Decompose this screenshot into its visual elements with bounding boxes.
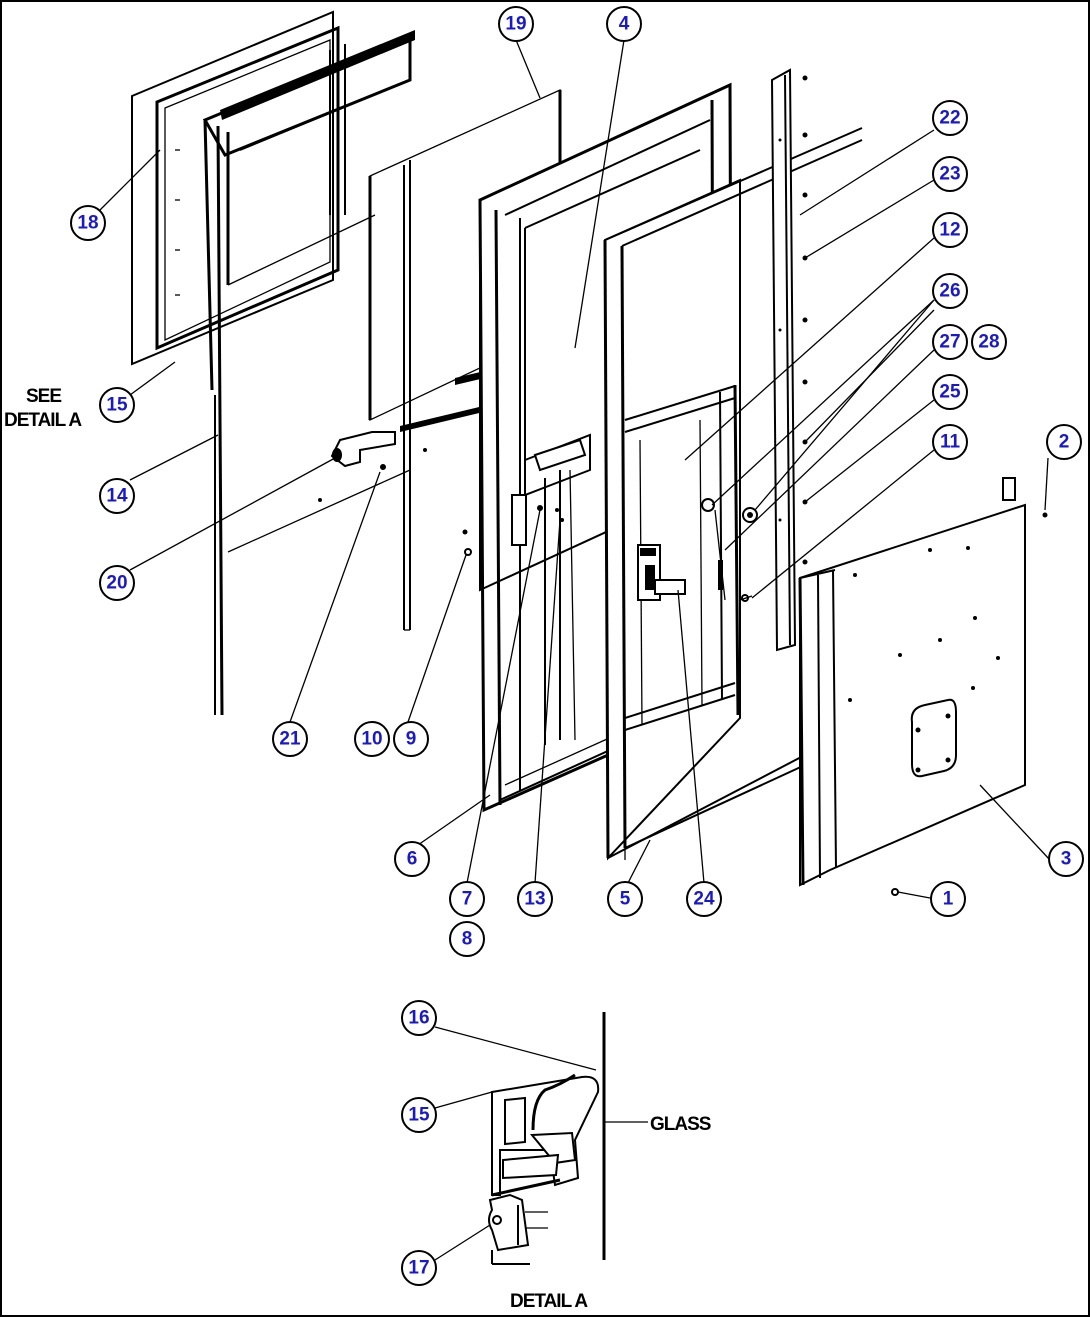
svg-text:8: 8 <box>462 929 473 950</box>
svg-text:11: 11 <box>940 432 961 453</box>
svg-text:19: 19 <box>505 14 526 35</box>
svg-text:28: 28 <box>978 332 999 353</box>
part-5-inner-sash <box>603 127 863 861</box>
callout-18: 18 <box>70 205 106 241</box>
callout-4: 4 <box>606 6 642 42</box>
callout-24: 24 <box>686 881 722 917</box>
callout-27: 27 <box>932 324 968 360</box>
detail-a-title: DETAIL A <box>510 1291 588 1312</box>
callout-28: 28 <box>971 324 1007 360</box>
callout-19: 19 <box>498 6 534 42</box>
callout-6: 6 <box>394 841 430 877</box>
svg-text:12: 12 <box>939 220 960 241</box>
svg-text:7: 7 <box>462 889 473 910</box>
svg-text:22: 22 <box>939 108 960 129</box>
see-label: SEE <box>26 386 61 407</box>
leader-lines <box>99 39 1051 1261</box>
svg-text:3: 3 <box>1061 849 1072 870</box>
svg-text:27: 27 <box>939 332 960 353</box>
part-18-glass-frame <box>131 10 340 366</box>
hardware-fasteners <box>701 498 758 602</box>
small-hardware <box>462 505 564 556</box>
callout-12: 12 <box>932 212 968 248</box>
svg-text:21: 21 <box>279 729 301 750</box>
svg-text:23: 23 <box>939 164 960 185</box>
callout-14: 14 <box>99 478 135 514</box>
callout-2: 2 <box>1046 424 1082 460</box>
glass-label: GLASS <box>650 1114 711 1135</box>
svg-text:9: 9 <box>406 729 417 750</box>
detail-a-reference: DETAIL A <box>4 410 82 431</box>
svg-text:13: 13 <box>524 889 545 910</box>
callout-11: 11 <box>932 424 968 460</box>
svg-text:26: 26 <box>939 281 960 302</box>
part-22-hinge-rail <box>770 68 808 652</box>
svg-text:5: 5 <box>620 889 631 910</box>
svg-text:10: 10 <box>361 729 382 750</box>
callout-23: 23 <box>932 156 968 192</box>
callout-15-detail: 15 <box>401 1097 437 1133</box>
callout-20: 20 <box>99 565 135 601</box>
svg-text:4: 4 <box>619 14 630 35</box>
svg-text:16: 16 <box>408 1008 429 1029</box>
svg-text:25: 25 <box>939 382 961 403</box>
callout-8: 8 <box>449 921 485 957</box>
callout-17: 17 <box>401 1250 437 1286</box>
callout-5: 5 <box>607 881 643 917</box>
part-20-latch <box>318 431 427 502</box>
svg-text:20: 20 <box>106 573 127 594</box>
detail-a-section <box>488 1012 606 1265</box>
callout-26: 26 <box>932 273 968 309</box>
svg-text:2: 2 <box>1059 432 1070 453</box>
callout-13: 13 <box>517 881 553 917</box>
callout-9: 9 <box>393 721 429 757</box>
svg-text:17: 17 <box>408 1258 429 1279</box>
svg-text:15: 15 <box>408 1105 430 1126</box>
callout-3: 3 <box>1048 841 1084 877</box>
callout-7: 7 <box>449 881 485 917</box>
svg-text:6: 6 <box>407 849 418 870</box>
part-14-sash-frame <box>202 30 415 716</box>
callout-16: 16 <box>401 1000 437 1036</box>
callout-21: 21 <box>272 721 308 757</box>
svg-text:14: 14 <box>106 486 128 507</box>
svg-text:1: 1 <box>943 889 954 910</box>
callout-25: 25 <box>932 374 968 410</box>
callout-10: 10 <box>354 721 390 757</box>
svg-text:15: 15 <box>106 395 128 416</box>
callout-22: 22 <box>932 100 968 136</box>
svg-text:24: 24 <box>693 889 715 910</box>
callout-1: 1 <box>930 881 966 917</box>
callout-15-top: 15 <box>99 387 135 423</box>
svg-text:18: 18 <box>77 213 98 234</box>
part-3-lower-panel <box>798 477 1048 896</box>
